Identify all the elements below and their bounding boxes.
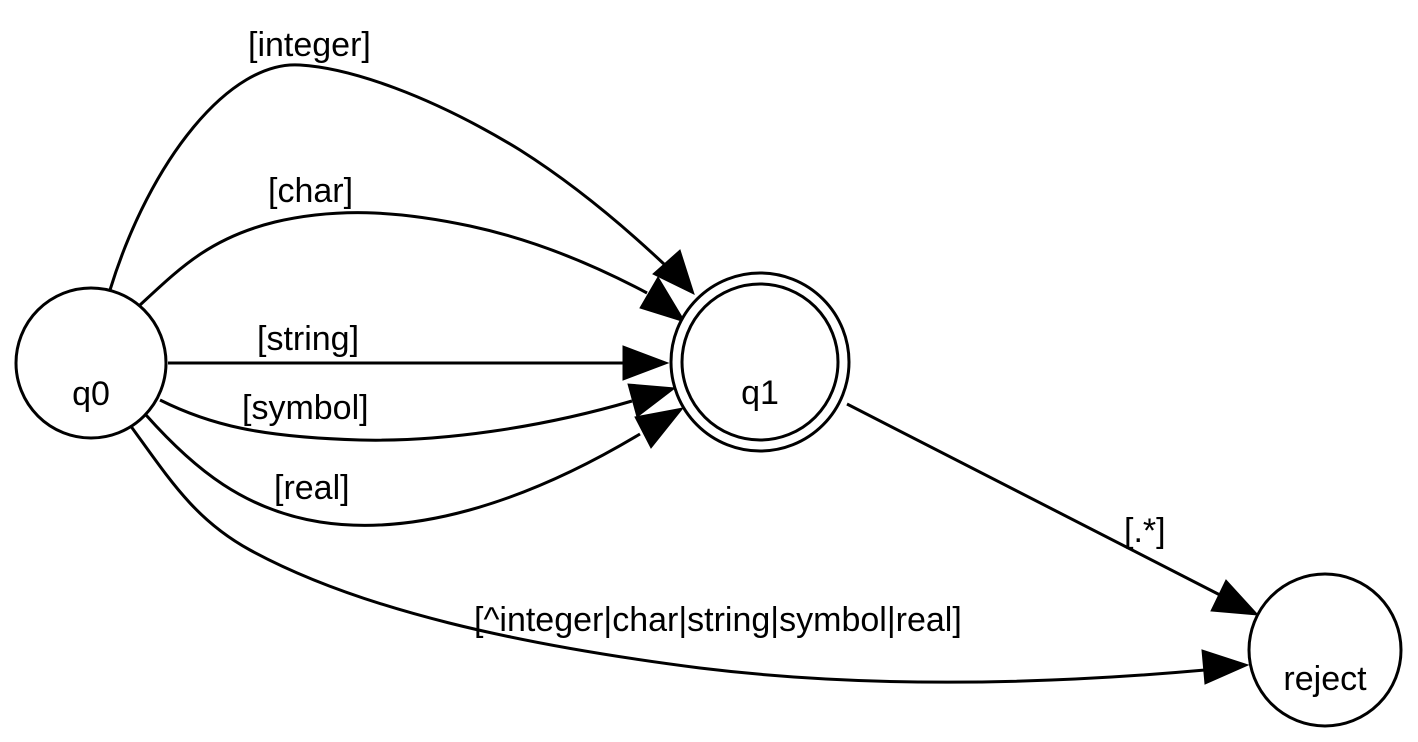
state-reject-label: reject — [1283, 660, 1367, 698]
edge-integer-label: [integer] — [248, 26, 371, 64]
edge-any-path — [846, 402, 1221, 597]
edge-not-types: [^integer|char|string|symbol|real] — [128, 424, 1250, 685]
edge-string-arrowhead — [622, 345, 670, 381]
edge-real: [real] — [144, 407, 685, 527]
edge-string-label: [string] — [257, 320, 359, 358]
edge-symbol-path — [159, 398, 633, 442]
edge-symbol-label: [symbol] — [242, 389, 369, 427]
edge-integer-arrowhead — [652, 249, 695, 295]
edge-not-types-arrowhead — [1201, 649, 1250, 685]
edge-integer-path — [108, 63, 667, 291]
state-q0-label: q0 — [72, 375, 110, 413]
edge-integer: [integer] — [108, 26, 695, 295]
edge-real-arrowhead — [634, 407, 685, 449]
edge-char-path — [138, 211, 648, 307]
edge-symbol: [symbol] — [159, 383, 677, 442]
edge-char: [char] — [138, 172, 687, 323]
edge-real-label: [real] — [274, 469, 350, 507]
edge-any-arrowhead — [1210, 579, 1260, 616]
state-reject-circle — [1247, 572, 1403, 728]
edge-any-label: [.*] — [1124, 512, 1166, 550]
state-q0-circle — [14, 286, 168, 440]
edge-symbol-arrowhead — [627, 383, 677, 418]
edge-not-types-path — [128, 424, 1206, 684]
state-q1: q1 — [669, 271, 851, 453]
edge-real-path — [144, 414, 641, 527]
state-q1-inner-circle — [680, 282, 840, 442]
state-q0: q0 — [14, 286, 168, 440]
state-reject: reject — [1247, 572, 1403, 728]
edge-char-arrowhead — [639, 276, 687, 323]
state-q1-label: q1 — [741, 374, 779, 412]
edge-not-types-label: [^integer|char|string|symbol|real] — [474, 601, 962, 639]
edge-char-label: [char] — [268, 172, 353, 210]
edge-any: [.*] — [846, 402, 1260, 616]
edge-string: [string] — [168, 320, 670, 381]
